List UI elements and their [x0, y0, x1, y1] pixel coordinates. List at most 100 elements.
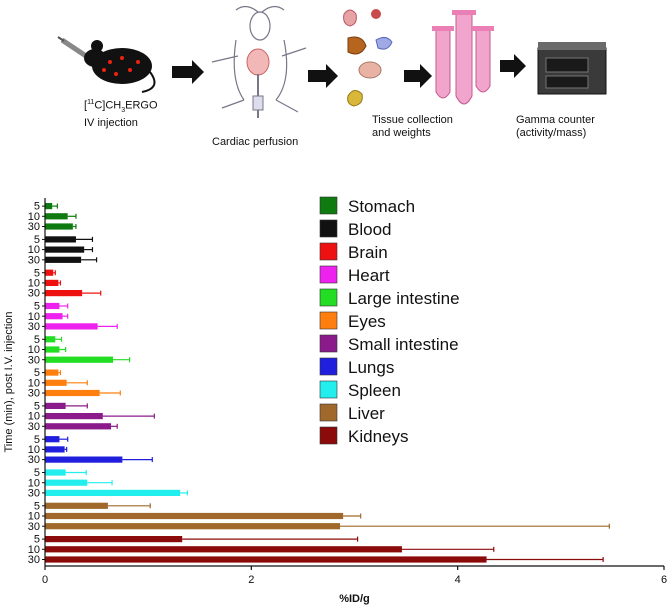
y-tick-label: 10	[28, 311, 40, 323]
legend-label-spleen: Spleen	[348, 381, 401, 400]
arrow-icon	[308, 64, 338, 88]
y-tick-label: 30	[28, 521, 40, 533]
step4-line1: Gamma counter	[516, 114, 595, 126]
legend-label-lungs: Lungs	[348, 358, 394, 377]
bar-small-intestine-5	[45, 402, 66, 409]
legend-label-large-intestine: Large intestine	[348, 289, 460, 308]
y-tick-label: 30	[28, 388, 40, 400]
legend-label-small-intestine: Small intestine	[348, 335, 459, 354]
subscript-three: 3	[121, 106, 126, 114]
bar-heart-30	[45, 323, 98, 330]
bar-blood-10	[45, 246, 85, 253]
ch-text: CH	[105, 99, 122, 112]
legend-label-eyes: Eyes	[348, 312, 386, 331]
y-tick-label: 10	[28, 211, 40, 223]
arrow-icon	[172, 60, 204, 84]
step4-line2: (activity/mass)	[516, 127, 587, 139]
bar-eyes-5	[45, 369, 59, 376]
y-tick-label: 5	[34, 467, 40, 479]
organs-icon	[343, 9, 393, 107]
y-tick-label: 10	[28, 244, 40, 256]
bar-large-intestine-30	[45, 356, 114, 363]
arrow-icon	[404, 64, 432, 88]
workflow-diagram: [11C]CH3ERGO IV injection Cardiac perfus…	[0, 0, 669, 170]
bar-kidneys-5	[45, 536, 183, 543]
mouse-icon	[84, 40, 156, 93]
step2-label: Cardiac perfusion	[212, 136, 299, 148]
y-tick-label: 5	[34, 401, 40, 413]
workflow-graphics	[57, 5, 607, 118]
legend-swatch-lungs	[319, 357, 338, 376]
bar-lungs-30	[45, 456, 123, 463]
legend-label-kidneys: Kidneys	[348, 427, 408, 446]
y-tick-label: 30	[28, 354, 40, 366]
bar-eyes-30	[45, 389, 100, 397]
y-tick-label: 5	[34, 534, 40, 546]
legend-swatch-large-intestine	[319, 288, 338, 307]
y-tick-label: 30	[28, 221, 40, 233]
y-tick-label: 10	[28, 411, 40, 423]
step3-label: Tissue collection and weights	[372, 114, 453, 140]
bar-large-intestine-10	[45, 346, 60, 353]
perfused-mouse-icon	[211, 5, 307, 118]
bar-blood-5	[45, 236, 76, 243]
bar-liver-10	[45, 512, 344, 520]
y-tick-label: 5	[34, 201, 40, 213]
bar-liver-5	[45, 502, 108, 509]
y-tick-label: 30	[28, 488, 40, 500]
legend-label-heart: Heart	[348, 266, 390, 285]
y-tick-label: 5	[34, 234, 40, 246]
bar-brain-30	[45, 290, 83, 297]
iv-injection-text: IV injection	[84, 116, 138, 129]
y-tick-label: 10	[28, 544, 40, 556]
step1-label: [11C]CH3ERGO IV injection	[84, 96, 158, 130]
y-axis-title: Time (min), post I.V. injection	[3, 311, 15, 452]
y-tick-label: 5	[34, 334, 40, 346]
bar-liver-30	[45, 523, 341, 530]
legend-label-liver: Liver	[348, 404, 385, 423]
bar-small-intestine-30	[45, 423, 112, 430]
step3-line2: and weights	[372, 127, 431, 139]
bar-large-intestine-5	[45, 336, 56, 343]
y-tick-label: 5	[34, 500, 40, 512]
x-tick-label: 2	[248, 574, 254, 586]
bar-stomach-5	[45, 203, 53, 210]
gamma-counter-icon	[537, 42, 607, 95]
legend-swatch-liver	[319, 403, 338, 422]
biodistribution-chart: 5103051030510305103051030510305103051030…	[3, 196, 667, 605]
bar-eyes-10	[45, 379, 67, 386]
y-tick-label: 5	[34, 301, 40, 313]
y-tick-label: 10	[28, 477, 40, 489]
legend-swatch-small-intestine	[319, 334, 338, 353]
y-tick-label: 5	[34, 267, 40, 279]
legend-swatch-blood	[319, 219, 338, 238]
y-tick-label: 30	[28, 454, 40, 466]
bar-blood-30	[45, 256, 82, 263]
legend-swatch-stomach	[319, 196, 338, 215]
legend-swatch-brain	[319, 242, 338, 261]
y-tick-label: 5	[34, 367, 40, 379]
bar-spleen-30	[45, 489, 181, 496]
y-tick-label: 30	[28, 421, 40, 433]
step3-line1: Tissue collection	[372, 114, 453, 126]
legend-label-blood: Blood	[348, 220, 391, 239]
legend-swatch-spleen	[319, 380, 338, 399]
legend-label-brain: Brain	[348, 243, 388, 262]
y-tick-label: 30	[28, 254, 40, 266]
ergo-text: ERGO	[125, 99, 158, 112]
bracket-text: [	[84, 99, 88, 112]
tubes-icon	[432, 10, 494, 105]
x-axis-title: %ID/g	[339, 593, 370, 605]
bar-lungs-5	[45, 436, 60, 443]
legend-swatch-kidneys	[319, 426, 338, 445]
isotope-superscript: 11	[87, 99, 95, 106]
bar-stomach-30	[45, 223, 73, 230]
bar-small-intestine-10	[45, 413, 103, 420]
bars-layer	[45, 203, 610, 563]
y-tick-label: 30	[28, 554, 40, 566]
y-tick-label: 5	[34, 434, 40, 446]
y-tick-label: 30	[28, 321, 40, 333]
bar-brain-5	[45, 269, 54, 276]
bar-stomach-10	[45, 213, 68, 220]
